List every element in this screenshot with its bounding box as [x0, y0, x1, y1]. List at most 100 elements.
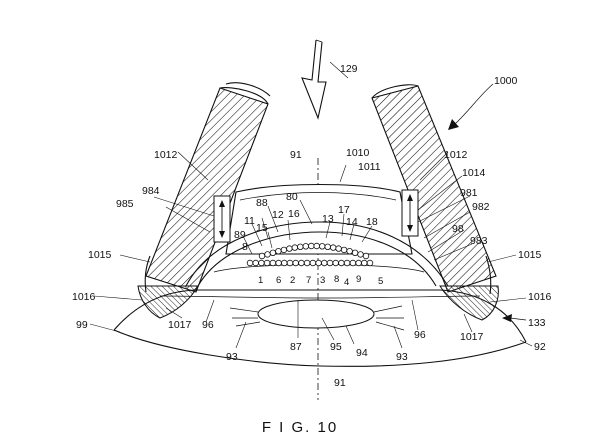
assembly-arrow-1000	[448, 83, 494, 130]
bead-array	[246, 242, 374, 267]
left-support-1016	[137, 255, 199, 319]
label-18: 18	[366, 216, 378, 228]
label-14: 14	[346, 216, 358, 228]
label-1016-right: 1016	[528, 291, 552, 303]
bead-upper	[280, 246, 288, 254]
bead-upper	[362, 252, 370, 260]
label-94: 94	[356, 347, 368, 359]
seq-9: 9	[356, 274, 361, 285]
label-985: 985	[116, 198, 134, 210]
label-88: 88	[256, 197, 268, 209]
bead-upper	[308, 242, 315, 250]
bead-lower	[355, 259, 362, 267]
bead-upper	[324, 243, 331, 250]
bead-upper	[313, 242, 320, 250]
bead-upper	[357, 251, 364, 258]
label-129: 129	[340, 63, 358, 75]
bead-upper	[264, 251, 271, 258]
label-1017-right: 1017	[460, 331, 484, 343]
label-1016-left: 1016	[72, 291, 96, 303]
label-98: 98	[452, 223, 464, 235]
bead-lower	[252, 259, 259, 267]
bead-upper	[351, 249, 359, 256]
label-80: 80	[286, 191, 298, 203]
label-1015-right: 1015	[518, 249, 542, 261]
label-983: 983	[470, 235, 488, 247]
bead-lower	[269, 259, 277, 267]
label-1015-left: 1015	[88, 249, 112, 261]
arrow-133	[502, 314, 527, 322]
bead-lower	[332, 259, 339, 267]
left-arm-1012	[145, 82, 271, 293]
label-8: 8	[242, 241, 248, 253]
label-984: 984	[142, 185, 160, 197]
seq-1: 1	[258, 275, 263, 286]
label-91-bottom: 91	[334, 377, 346, 389]
bead-upper	[302, 243, 309, 250]
label-1012-left: 1012	[154, 149, 178, 161]
label-15: 15	[256, 222, 268, 234]
bead-upper	[269, 249, 277, 256]
bead-lower	[338, 259, 345, 267]
label-1000: 1000	[494, 75, 518, 87]
label-16: 16	[288, 208, 300, 220]
beam-arrow-129	[301, 39, 327, 120]
label-91-top: 91	[290, 149, 302, 161]
bead-lower	[303, 259, 311, 267]
right-arm-1012	[371, 84, 497, 293]
label-1014: 1014	[462, 167, 486, 179]
eye-body	[113, 289, 527, 367]
seq-4: 4	[344, 277, 349, 288]
label-982: 982	[472, 201, 490, 213]
seq-7: 7	[306, 275, 311, 286]
bead-upper	[319, 243, 326, 250]
bead-lower	[292, 259, 299, 267]
bead-lower	[349, 259, 357, 267]
right-support-1016	[439, 255, 499, 321]
bead-lower	[309, 259, 317, 267]
bead-upper	[286, 245, 293, 252]
bead-lower	[315, 259, 322, 267]
label-11: 11	[244, 215, 255, 227]
bead-upper	[275, 247, 282, 255]
bead-lower	[281, 259, 288, 267]
label-1010: 1010	[346, 147, 370, 159]
bead-lower	[275, 259, 282, 267]
bead-upper	[335, 245, 342, 252]
label-13: 13	[322, 213, 334, 225]
label-1017-left: 1017	[168, 319, 192, 331]
reference-labels: 1000 129 91 91 1010 1011 1012 1012 1014 …	[72, 63, 552, 389]
bead-lower	[258, 259, 265, 267]
label-93-left: 93	[226, 351, 238, 363]
left-actuator	[213, 195, 231, 243]
label-96-left: 96	[202, 319, 214, 331]
bead-lower	[343, 259, 351, 267]
bead-lower	[321, 259, 328, 267]
label-12: 12	[272, 209, 284, 221]
label-99: 99	[76, 319, 88, 331]
label-95: 95	[330, 341, 342, 353]
seq-5: 5	[378, 276, 383, 287]
bead-lower	[361, 259, 368, 267]
label-1012-right: 1012	[444, 149, 468, 161]
figure-caption: F I G. 10	[262, 419, 338, 436]
seq-2: 2	[290, 275, 295, 286]
leader-lines	[89, 61, 533, 349]
label-93-right: 93	[396, 351, 408, 363]
sequence-labels: 1 6 2 7 3 8 4 9 5	[258, 274, 383, 288]
bead-lower	[263, 259, 271, 267]
label-96-right: 96	[414, 329, 426, 341]
bead-upper	[291, 244, 298, 251]
label-1011: 1011	[358, 161, 381, 173]
label-89: 89	[234, 229, 246, 241]
seq-6: 6	[276, 275, 281, 286]
bead-upper	[258, 252, 266, 260]
bead-upper	[330, 244, 337, 251]
label-87: 87	[290, 341, 302, 353]
bead-upper	[297, 243, 304, 250]
bead-upper	[346, 247, 353, 255]
bead-lower	[298, 259, 305, 267]
bead-lower	[246, 259, 254, 267]
label-133: 133	[528, 317, 546, 329]
